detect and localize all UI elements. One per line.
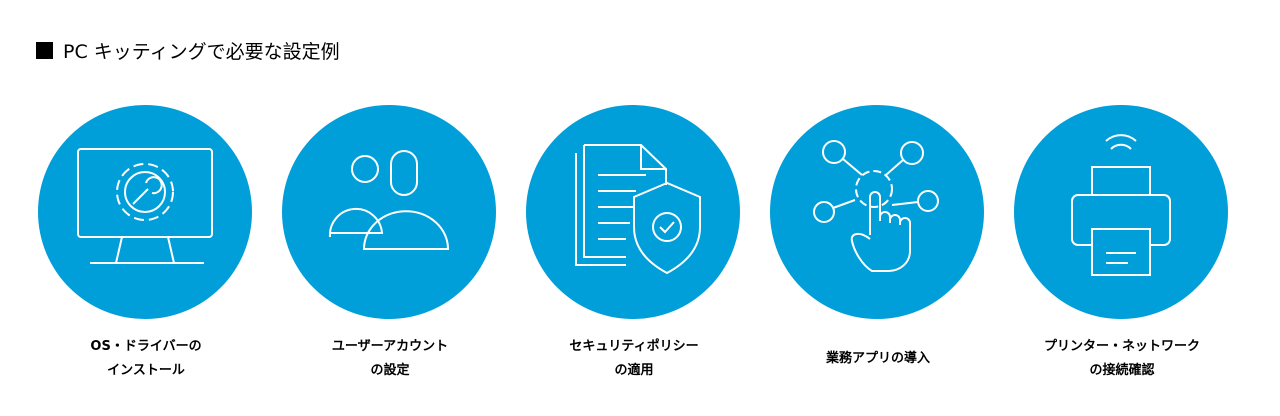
item-label-line1: プリンター・ネットワーク (1043, 339, 1200, 354)
item-business-apps: 業務アプリの導入 (770, 105, 986, 366)
square-bullet-icon (36, 42, 53, 59)
item-user-account: ユーザーアカウントの設定 (282, 105, 498, 378)
item-label-line1: ユーザーアカウント (331, 339, 449, 354)
item-label-line1: セキュリティポリシー (569, 339, 699, 354)
users-icon (282, 105, 496, 319)
item-label-line2: の接続確認 (1089, 363, 1155, 378)
item-printer-network: プリンター・ネットワークの接続確認 (1014, 105, 1230, 378)
document-shield-icon (526, 105, 740, 319)
title-text: PC キッティングで必要な設定例 (63, 41, 340, 63)
wireless-printer-icon (1014, 105, 1228, 319)
item-label-line1: 業務アプリの導入 (825, 351, 930, 366)
item-label-line2: の設定 (370, 363, 410, 378)
hand-gear-network-icon (770, 105, 984, 319)
item-os-driver: OS・ドライバーのインストール (38, 105, 254, 378)
page-title: PC キッティングで必要な設定例 (36, 37, 340, 64)
item-security-policy: セキュリティポリシーの適用 (526, 105, 742, 378)
item-label-line2: インストール (107, 363, 185, 378)
item-label-line2: の適用 (614, 363, 654, 378)
monitor-gear-icon (38, 105, 252, 319)
item-label-line1: OS・ドライバーの (90, 339, 202, 354)
